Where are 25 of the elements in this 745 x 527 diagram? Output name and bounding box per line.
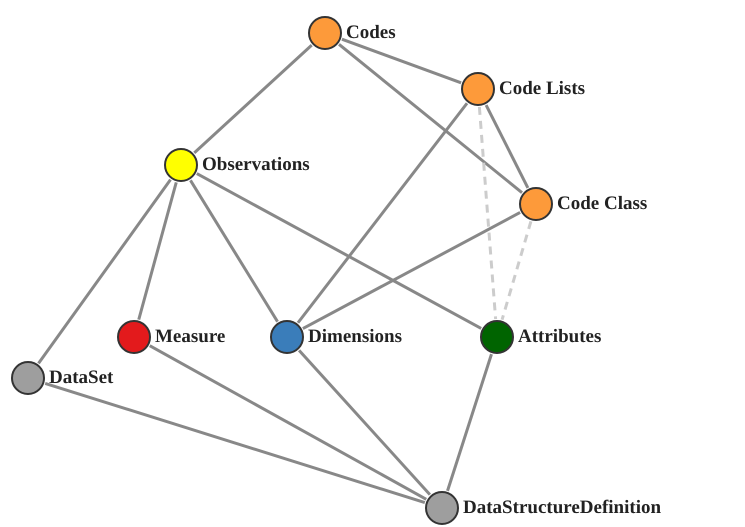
connector-line [296,102,468,324]
connector-line [149,344,427,501]
node-label: Codes [346,23,396,42]
dashed-connector [478,106,498,320]
connector-line [137,182,178,320]
node-label: Code Class [557,194,648,213]
connector-line [341,38,462,84]
connector-line [37,178,172,364]
node-label: Dimensions [308,327,402,346]
node-label: Code Lists [499,79,586,98]
connector-line [298,349,432,496]
connector-line [338,43,523,194]
node-label: DataSet [49,368,114,387]
connector-line [484,104,530,189]
node-label: DataStructureDefinition [463,498,662,517]
node-label: Observations [202,155,310,174]
connector-line [193,44,313,154]
connector-line [196,172,482,330]
connector-line [44,382,426,504]
node-label: Attributes [518,327,602,346]
dashed-connector [500,220,532,320]
connector-line [302,211,521,330]
node-label: Measure [155,327,226,346]
connector-line [189,180,279,322]
connector-line [446,354,493,492]
